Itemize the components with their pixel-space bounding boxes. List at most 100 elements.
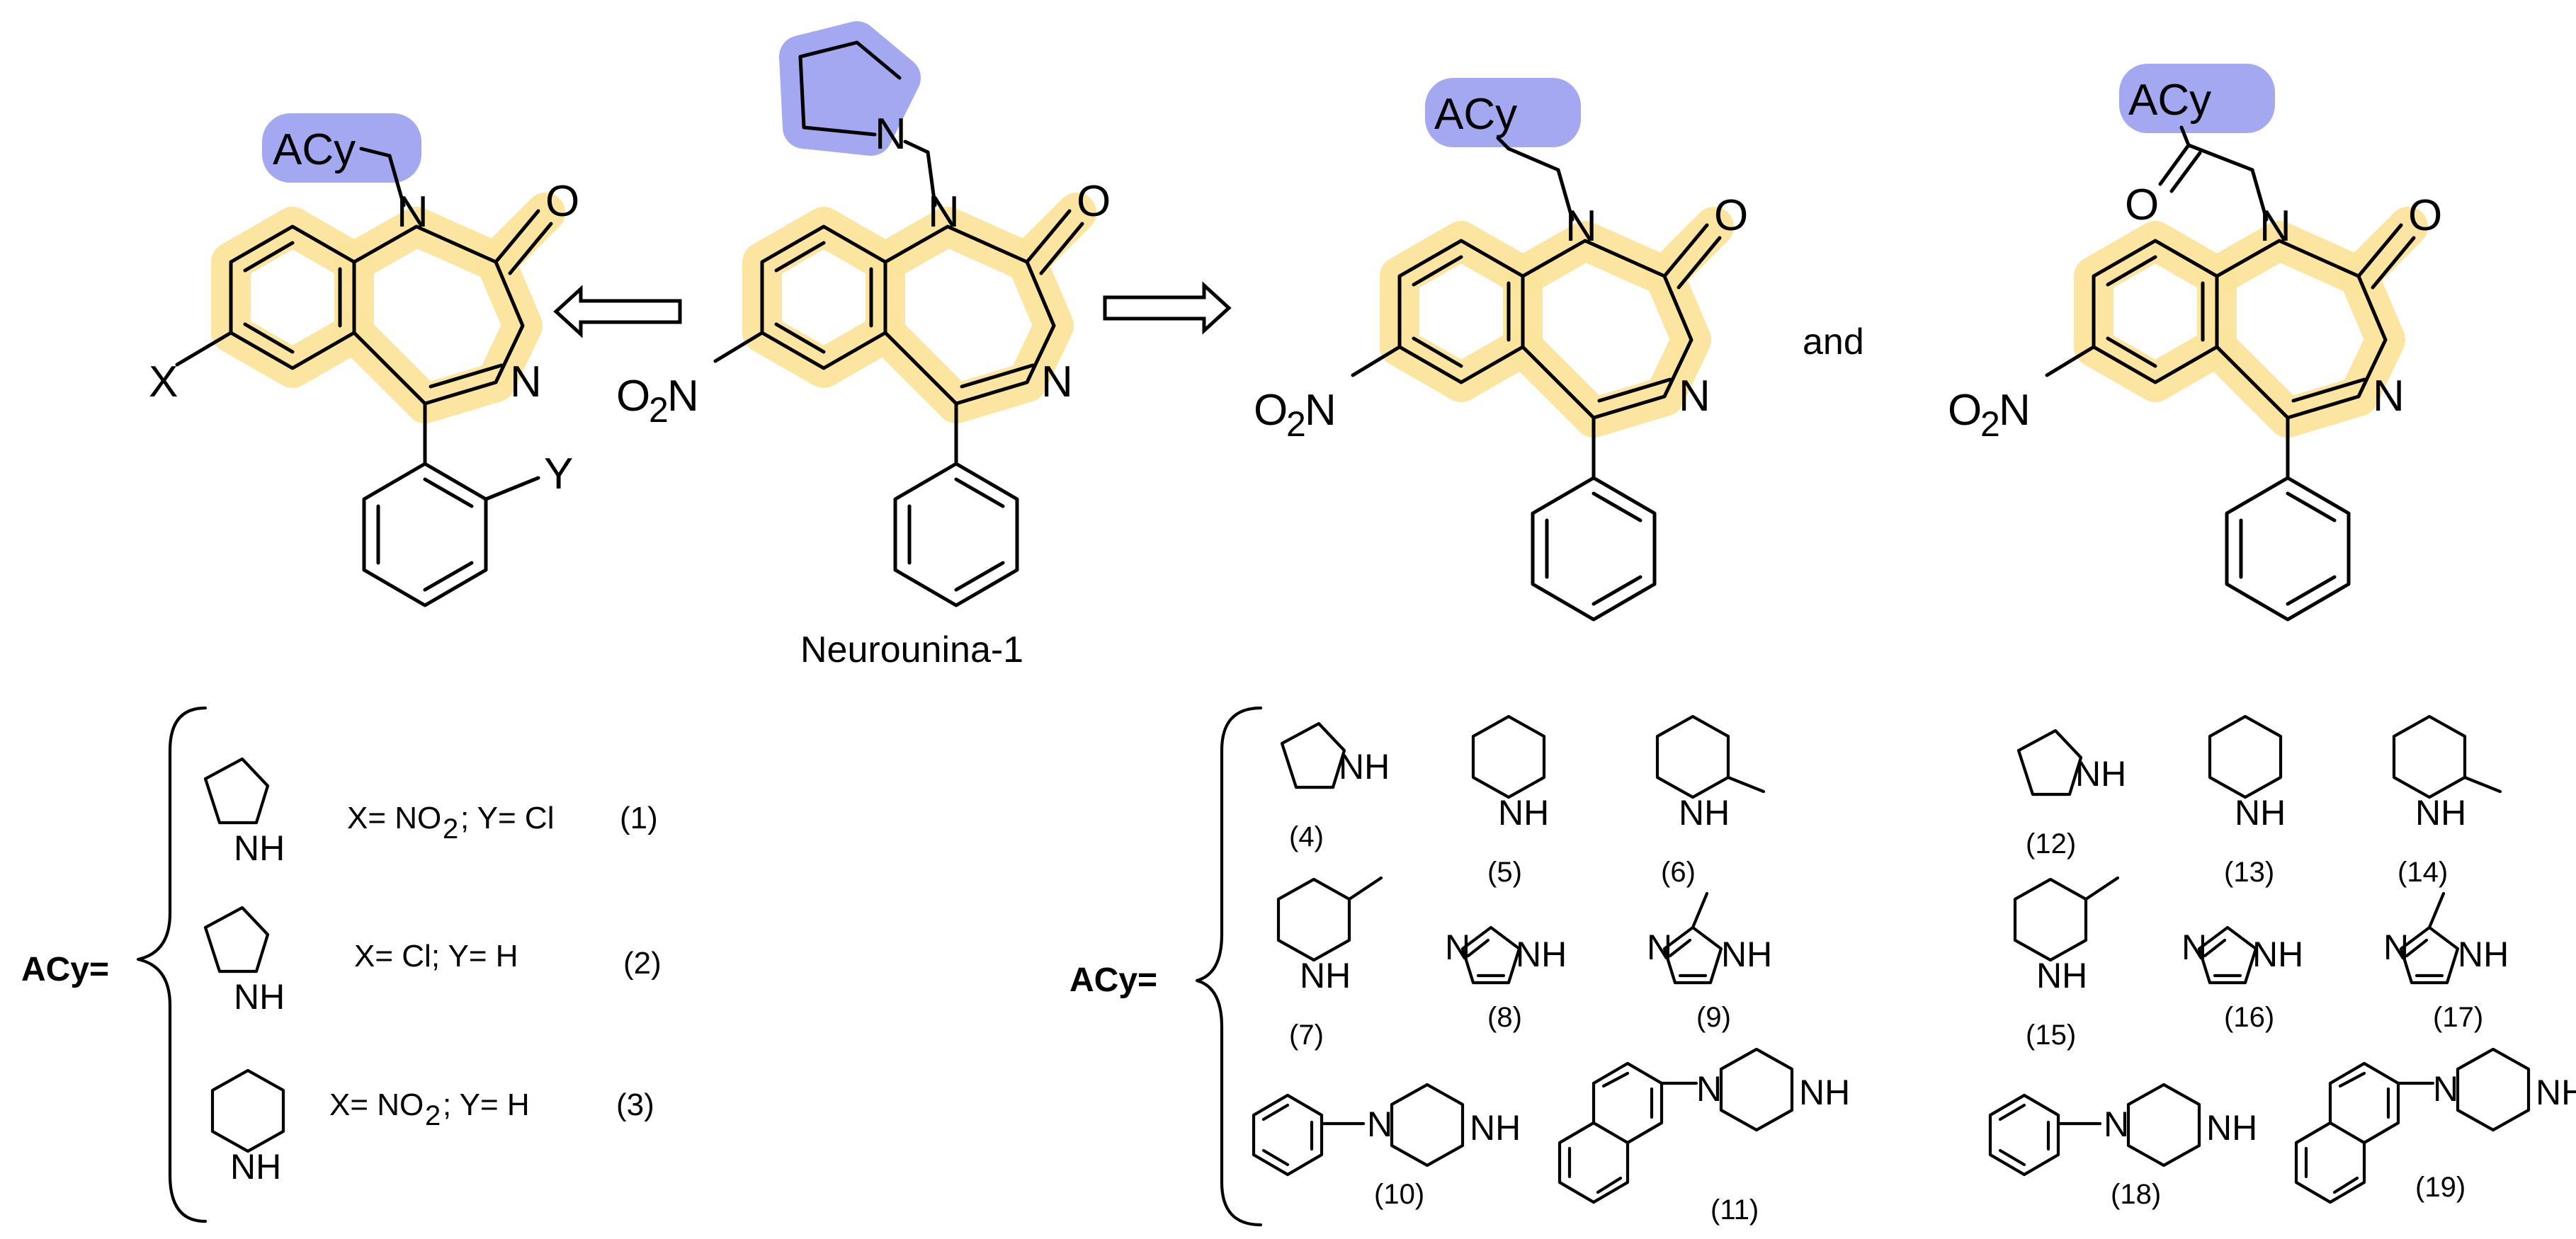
svg-text:; Y= Cl: ; Y= Cl <box>460 801 554 835</box>
atom-o-ketone-right-b: O <box>2125 181 2159 229</box>
acy-label-left: ACy <box>273 125 356 174</box>
svg-text:N: N <box>1999 386 2031 435</box>
svg-text:X= NO: X= NO <box>347 801 441 835</box>
atom-y-left: Y <box>544 450 573 498</box>
compound-14: (14) <box>2398 857 2448 888</box>
atom-n1-right-b: N <box>2259 202 2291 251</box>
svg-text:; Y= H: ; Y= H <box>443 1087 530 1122</box>
compound-7: (7) <box>1289 1020 1324 1051</box>
atom-o-right-b: O <box>2408 191 2442 240</box>
svg-text:N: N <box>1367 1104 1392 1144</box>
svg-text:(1): (1) <box>620 801 658 835</box>
svg-text:NH: NH <box>1300 956 1351 995</box>
svg-text:NH: NH <box>1799 1073 1850 1112</box>
acy-label-right-b: ACy <box>2128 76 2211 125</box>
conjunction-and: and <box>1803 321 1864 362</box>
brace-left <box>136 706 208 1223</box>
compound-12: (12) <box>2026 828 2076 860</box>
svg-text:NH: NH <box>1721 935 1772 974</box>
compound-5: (5) <box>1487 857 1522 888</box>
svg-text:NH: NH <box>1339 747 1390 787</box>
atom-x-left: X <box>149 358 178 406</box>
atom-n1-left: N <box>397 188 429 236</box>
arrow-left <box>553 285 682 338</box>
acy-highlight-right-a <box>1425 78 1581 147</box>
svg-text:O: O <box>1254 386 1288 435</box>
svg-text:N: N <box>2181 927 2207 967</box>
svg-text:NH: NH <box>2252 935 2303 974</box>
atom-n4-right-a: N <box>1679 372 1710 421</box>
atom-n4-center: N <box>1041 358 1073 406</box>
no2-group-right-a: O 2 N <box>1254 386 1337 444</box>
right-structure-a: ACy N O N O 2 N <box>1254 78 1748 620</box>
svg-text:2: 2 <box>443 813 458 845</box>
compound-10: (10) <box>1374 1179 1424 1210</box>
compound-4: (4) <box>1289 821 1324 852</box>
svg-text:NH: NH <box>2036 956 2087 995</box>
svg-text:NH: NH <box>2458 935 2509 974</box>
compound-16: (16) <box>2224 1002 2274 1033</box>
scaffold-name: Neurounina-1 <box>800 629 1023 670</box>
svg-text:N: N <box>2383 927 2409 967</box>
svg-text:NH: NH <box>1516 935 1567 974</box>
svg-text:N: N <box>667 372 699 421</box>
svg-text:NH: NH <box>2415 793 2466 833</box>
svg-text:N: N <box>1696 1069 1722 1109</box>
svg-text:X= Cl; Y= H: X= Cl; Y= H <box>354 939 518 974</box>
svg-text:NH: NH <box>234 977 285 1017</box>
atom-o-center: O <box>1077 177 1111 226</box>
right-structure-b: ACy O N O N O 2 N <box>1948 64 2442 620</box>
left-structure: ACy N O N X Y <box>149 113 579 605</box>
series-entry-2: NH X= Cl; Y= H (2) <box>205 908 662 1017</box>
atom-n4-right-b: N <box>2373 372 2405 421</box>
atom-n1-right-a: N <box>1565 202 1597 251</box>
acy-label-right-a: ACy <box>1434 90 1517 139</box>
arrow-right <box>1103 281 1232 335</box>
compound-19: (19) <box>2415 1172 2466 1203</box>
svg-text:(2): (2) <box>623 946 662 981</box>
svg-text:NH: NH <box>2206 1108 2257 1148</box>
svg-text:2: 2 <box>425 1100 441 1131</box>
svg-text:O: O <box>616 372 650 421</box>
compound-15: (15) <box>2026 1020 2076 1051</box>
compound-18: (18) <box>2111 1179 2161 1210</box>
svg-text:O: O <box>1948 386 1982 435</box>
compound-17: (17) <box>2433 1002 2483 1033</box>
compound-9: (9) <box>1696 1002 1731 1033</box>
atom-o-left: O <box>545 177 579 226</box>
acy-highlight-right-b <box>2119 64 2275 133</box>
svg-text:NH: NH <box>1498 793 1549 833</box>
svg-text:NH: NH <box>1470 1108 1521 1148</box>
mid-series: ACy= NH (4) NH (5) NH (6) NH (7) N NH (8… <box>1069 706 1850 1227</box>
svg-text:2: 2 <box>1286 404 1306 444</box>
neurounina-structure: N N O N O 2 N Neurounina-1 <box>616 21 1111 670</box>
brace-mid <box>1195 706 1263 1227</box>
no2-group-right-b: O 2 N <box>1948 386 2031 444</box>
right-series: NH (12) NH (13) NH (14) NH (15) N NH (16… <box>1990 716 2576 1210</box>
atom-o-right-a: O <box>1714 191 1748 240</box>
svg-text:NH: NH <box>2536 1073 2576 1112</box>
svg-text:X= NO: X= NO <box>329 1087 424 1122</box>
compound-6: (6) <box>1661 857 1696 888</box>
series-entry-3: NH X= NO 2 ; Y= H (3) <box>212 1070 654 1187</box>
svg-text:NH: NH <box>2075 754 2126 794</box>
acy-equals-left: ACy= <box>21 951 109 988</box>
svg-text:N: N <box>2433 1069 2458 1109</box>
no2-group-center: O 2 N <box>616 372 699 430</box>
atom-n-pyrrolidine: N <box>875 110 907 159</box>
svg-text:NH: NH <box>234 828 285 868</box>
svg-text:N: N <box>1647 927 1672 967</box>
svg-text:(3): (3) <box>616 1087 654 1122</box>
svg-text:NH: NH <box>1679 793 1730 833</box>
svg-text:NH: NH <box>230 1147 281 1187</box>
compound-11: (11) <box>1710 1194 1759 1226</box>
acy-highlight-left <box>262 113 421 183</box>
svg-text:N: N <box>2104 1104 2129 1144</box>
atom-n4-left: N <box>510 358 542 406</box>
compound-8: (8) <box>1487 1002 1522 1033</box>
compound-13: (13) <box>2224 857 2274 888</box>
svg-text:2: 2 <box>1980 404 2000 444</box>
svg-text:NH: NH <box>2235 793 2286 833</box>
series-entry-1: NH X= NO 2 ; Y= Cl (1) <box>205 759 658 868</box>
